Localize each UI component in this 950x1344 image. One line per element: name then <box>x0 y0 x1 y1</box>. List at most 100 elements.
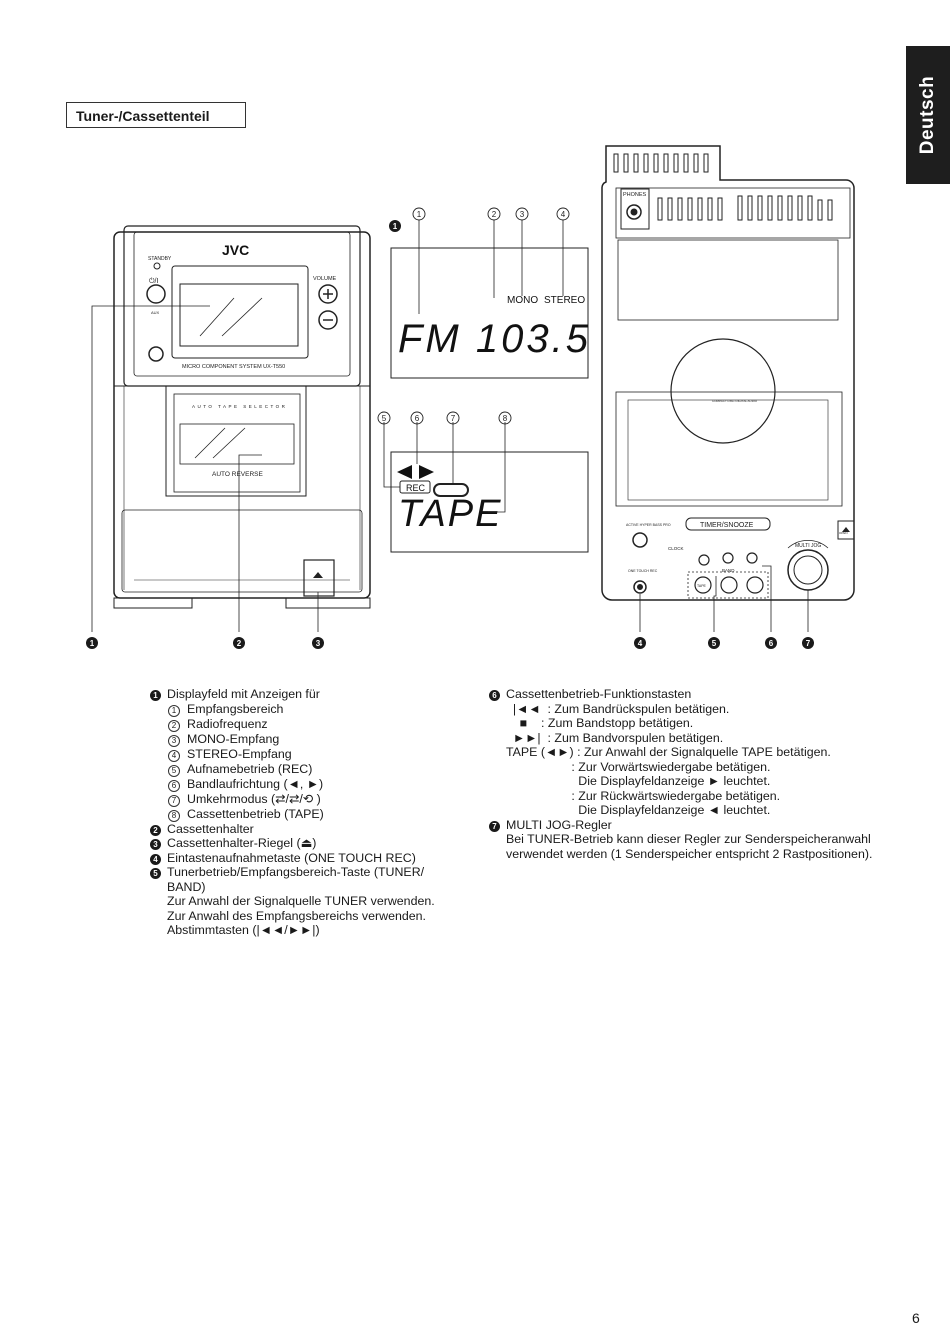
description-line: 1 Empfangsbereich <box>150 702 435 717</box>
description-text: : Zur Rückwärtswiedergabe betätigen. <box>506 788 781 803</box>
description-text: MONO-Empfang <box>187 731 280 746</box>
circled-number: 5 <box>168 764 180 777</box>
stereo-indicator: STEREO <box>544 295 585 306</box>
callout-3: 3 <box>316 639 321 648</box>
circle-callouts <box>377 207 570 425</box>
description-text: Empfangsbereich <box>187 701 284 716</box>
description-text: Eintastenaufnahmetaste (ONE TOUCH REC) <box>167 850 416 865</box>
description-line: 6 Cassettenbetrieb-Funktionstasten <box>489 687 872 702</box>
tape-display-text: TAPE <box>398 493 502 535</box>
circle-num-2: 2 <box>492 210 497 219</box>
model-label: MICRO COMPONENT SYSTEM UX-T550 <box>182 364 285 370</box>
display-panel-fm <box>390 247 589 379</box>
tape-button-label: TAPE <box>697 584 707 588</box>
description-text: Cassettenbetrieb (TAPE) <box>187 806 324 821</box>
auto-reverse-label: AUTO REVERSE <box>212 471 263 478</box>
rec-indicator: REC <box>406 483 426 493</box>
description-line: 4 Eintastenaufnahmetaste (ONE TOUCH REC) <box>150 851 435 866</box>
callout-4: 4 <box>638 639 643 648</box>
callout-6: 6 <box>769 639 774 648</box>
description-text: : Zur Vorwärtswiedergabe betätigen. <box>506 759 771 774</box>
volume-label: VOLUME <box>313 276 337 282</box>
description-text: Zur Anwahl des Empfangsbereichs verwende… <box>167 908 426 923</box>
circle-num-6: 6 <box>415 414 420 423</box>
callout-2: 2 <box>237 639 242 648</box>
bullet-number: 6 <box>489 690 500 701</box>
description-text: Bei TUNER-Betrieb kann dieser Regler zur… <box>506 832 871 846</box>
description-line: |◄◄ : Zum Bandrückspulen betätigen. <box>489 702 872 717</box>
bullet-number: 2 <box>150 824 161 836</box>
description-line: Die Displayfeldanzeige ► leuchtet. <box>489 774 872 789</box>
description-text: TAPE (◄►) : Zur Anwahl der Signalquelle … <box>506 745 831 759</box>
description-text: ■ : Zum Bandstopp betätigen. <box>506 716 694 730</box>
bullet-number: 3 <box>150 839 161 850</box>
description-line: Die Displayfeldanzeige ◄ leuchtet. <box>489 803 872 818</box>
auto-tape-selector-label: AUTO TAPE SELECTOR <box>192 404 287 409</box>
description-text: verwendet werden (1 Senderspeicher entsp… <box>506 846 873 861</box>
description-line: : Zur Vorwärtswiedergabe betätigen. <box>489 760 872 775</box>
circle-num-7: 7 <box>451 414 456 423</box>
circle-num-3: 3 <box>520 210 525 219</box>
description-line: 5 Aufnamebetrieb (REC) <box>150 762 435 777</box>
bullet-number: 4 <box>150 853 161 865</box>
open-label: OPEN <box>839 531 848 535</box>
circled-number: 8 <box>168 809 180 822</box>
hyper-bass-label: ACTIVE HYPER BASS PRO <box>626 523 671 527</box>
one-touch-rec-label: ONE TOUCH REC <box>628 569 658 573</box>
aux-label: AUX <box>151 310 160 315</box>
bullet-number: 7 <box>489 820 500 832</box>
black-callouts <box>86 220 814 649</box>
description-text: STEREO-Empfang <box>187 746 292 761</box>
description-line: verwendet werden (1 Senderspeicher entsp… <box>489 847 872 862</box>
circled-number: 3 <box>168 734 180 747</box>
description-text: Umkehrmodus (⇄/⇄/⟲ ) <box>187 791 321 806</box>
description-text: Die Displayfeldanzeige ► leuchtet. <box>506 774 771 788</box>
section-title: Tuner-/Cassettenteil <box>66 102 246 128</box>
circle-num-5: 5 <box>382 414 387 423</box>
description-line: BAND) <box>150 880 435 895</box>
fm-display-text: FM 103.5 <box>398 317 591 361</box>
description-line: 3 MONO-Empfang <box>150 732 435 747</box>
compact-disc-logo: COMPACT DISC DIGITAL AUDIO <box>712 399 758 403</box>
description-text: Bandlaufrichtung (◄, ►) <box>187 776 324 791</box>
description-text: Aufnamebetrieb (REC) <box>187 761 313 776</box>
multi-jog-label: MULTI JOG <box>795 543 821 549</box>
power-label: ⏻/I <box>149 277 158 285</box>
circled-number: 1 <box>168 704 180 717</box>
bullet-number: 5 <box>150 868 161 879</box>
mono-indicator: MONO <box>507 295 538 306</box>
description-line: ■ : Zum Bandstopp betätigen. <box>489 716 872 731</box>
description-line: Abstimmtasten (|◄◄/►►|) <box>150 923 435 938</box>
circle-num-4: 4 <box>561 210 566 219</box>
description-text: Cassettenhalter-Riegel (⏏) <box>167 836 317 850</box>
description-line: Zur Anwahl des Empfangsbereichs verwende… <box>150 909 435 924</box>
description-text: Displayfeld mit Anzeigen für <box>167 687 320 701</box>
description-text: Cassettenbetrieb-Funktionstasten <box>506 687 692 701</box>
description-text: Die Displayfeldanzeige ◄ leuchtet. <box>506 803 771 817</box>
callout-display: 1 <box>393 222 398 231</box>
description-line: : Zur Rückwärtswiedergabe betätigen. <box>489 789 872 804</box>
right-description: 6 Cassettenbetrieb-Funktionstasten |◄◄ : … <box>489 687 872 861</box>
circled-number: 2 <box>168 719 180 732</box>
circle-num-8: 8 <box>503 414 508 423</box>
circled-number: 6 <box>168 779 180 792</box>
callout-7: 7 <box>806 639 811 648</box>
standby-label: STANDBY <box>148 256 172 262</box>
description-text: ►►| : Zum Bandvorspulen betätigen. <box>506 730 724 745</box>
top-vents <box>613 153 833 221</box>
circle-num-1: 1 <box>417 210 422 219</box>
callout-1: 1 <box>90 639 95 648</box>
description-line: Bei TUNER-Betrieb kann dieser Regler zur… <box>489 832 872 847</box>
language-tab: Deutsch <box>906 46 950 184</box>
description-line: 8 Cassettenbetrieb (TAPE) <box>150 807 435 822</box>
top-unit-illustration <box>601 145 855 601</box>
description-line: ►►| : Zum Bandvorspulen betätigen. <box>489 731 872 746</box>
clock-label: CLOCK <box>668 546 684 551</box>
device-figure: JVC STANDBY ⏻/I AUX VOLUME MICRO COMPONE… <box>86 145 855 649</box>
timer-snooze-label: TIMER/SNOOZE <box>700 522 754 529</box>
